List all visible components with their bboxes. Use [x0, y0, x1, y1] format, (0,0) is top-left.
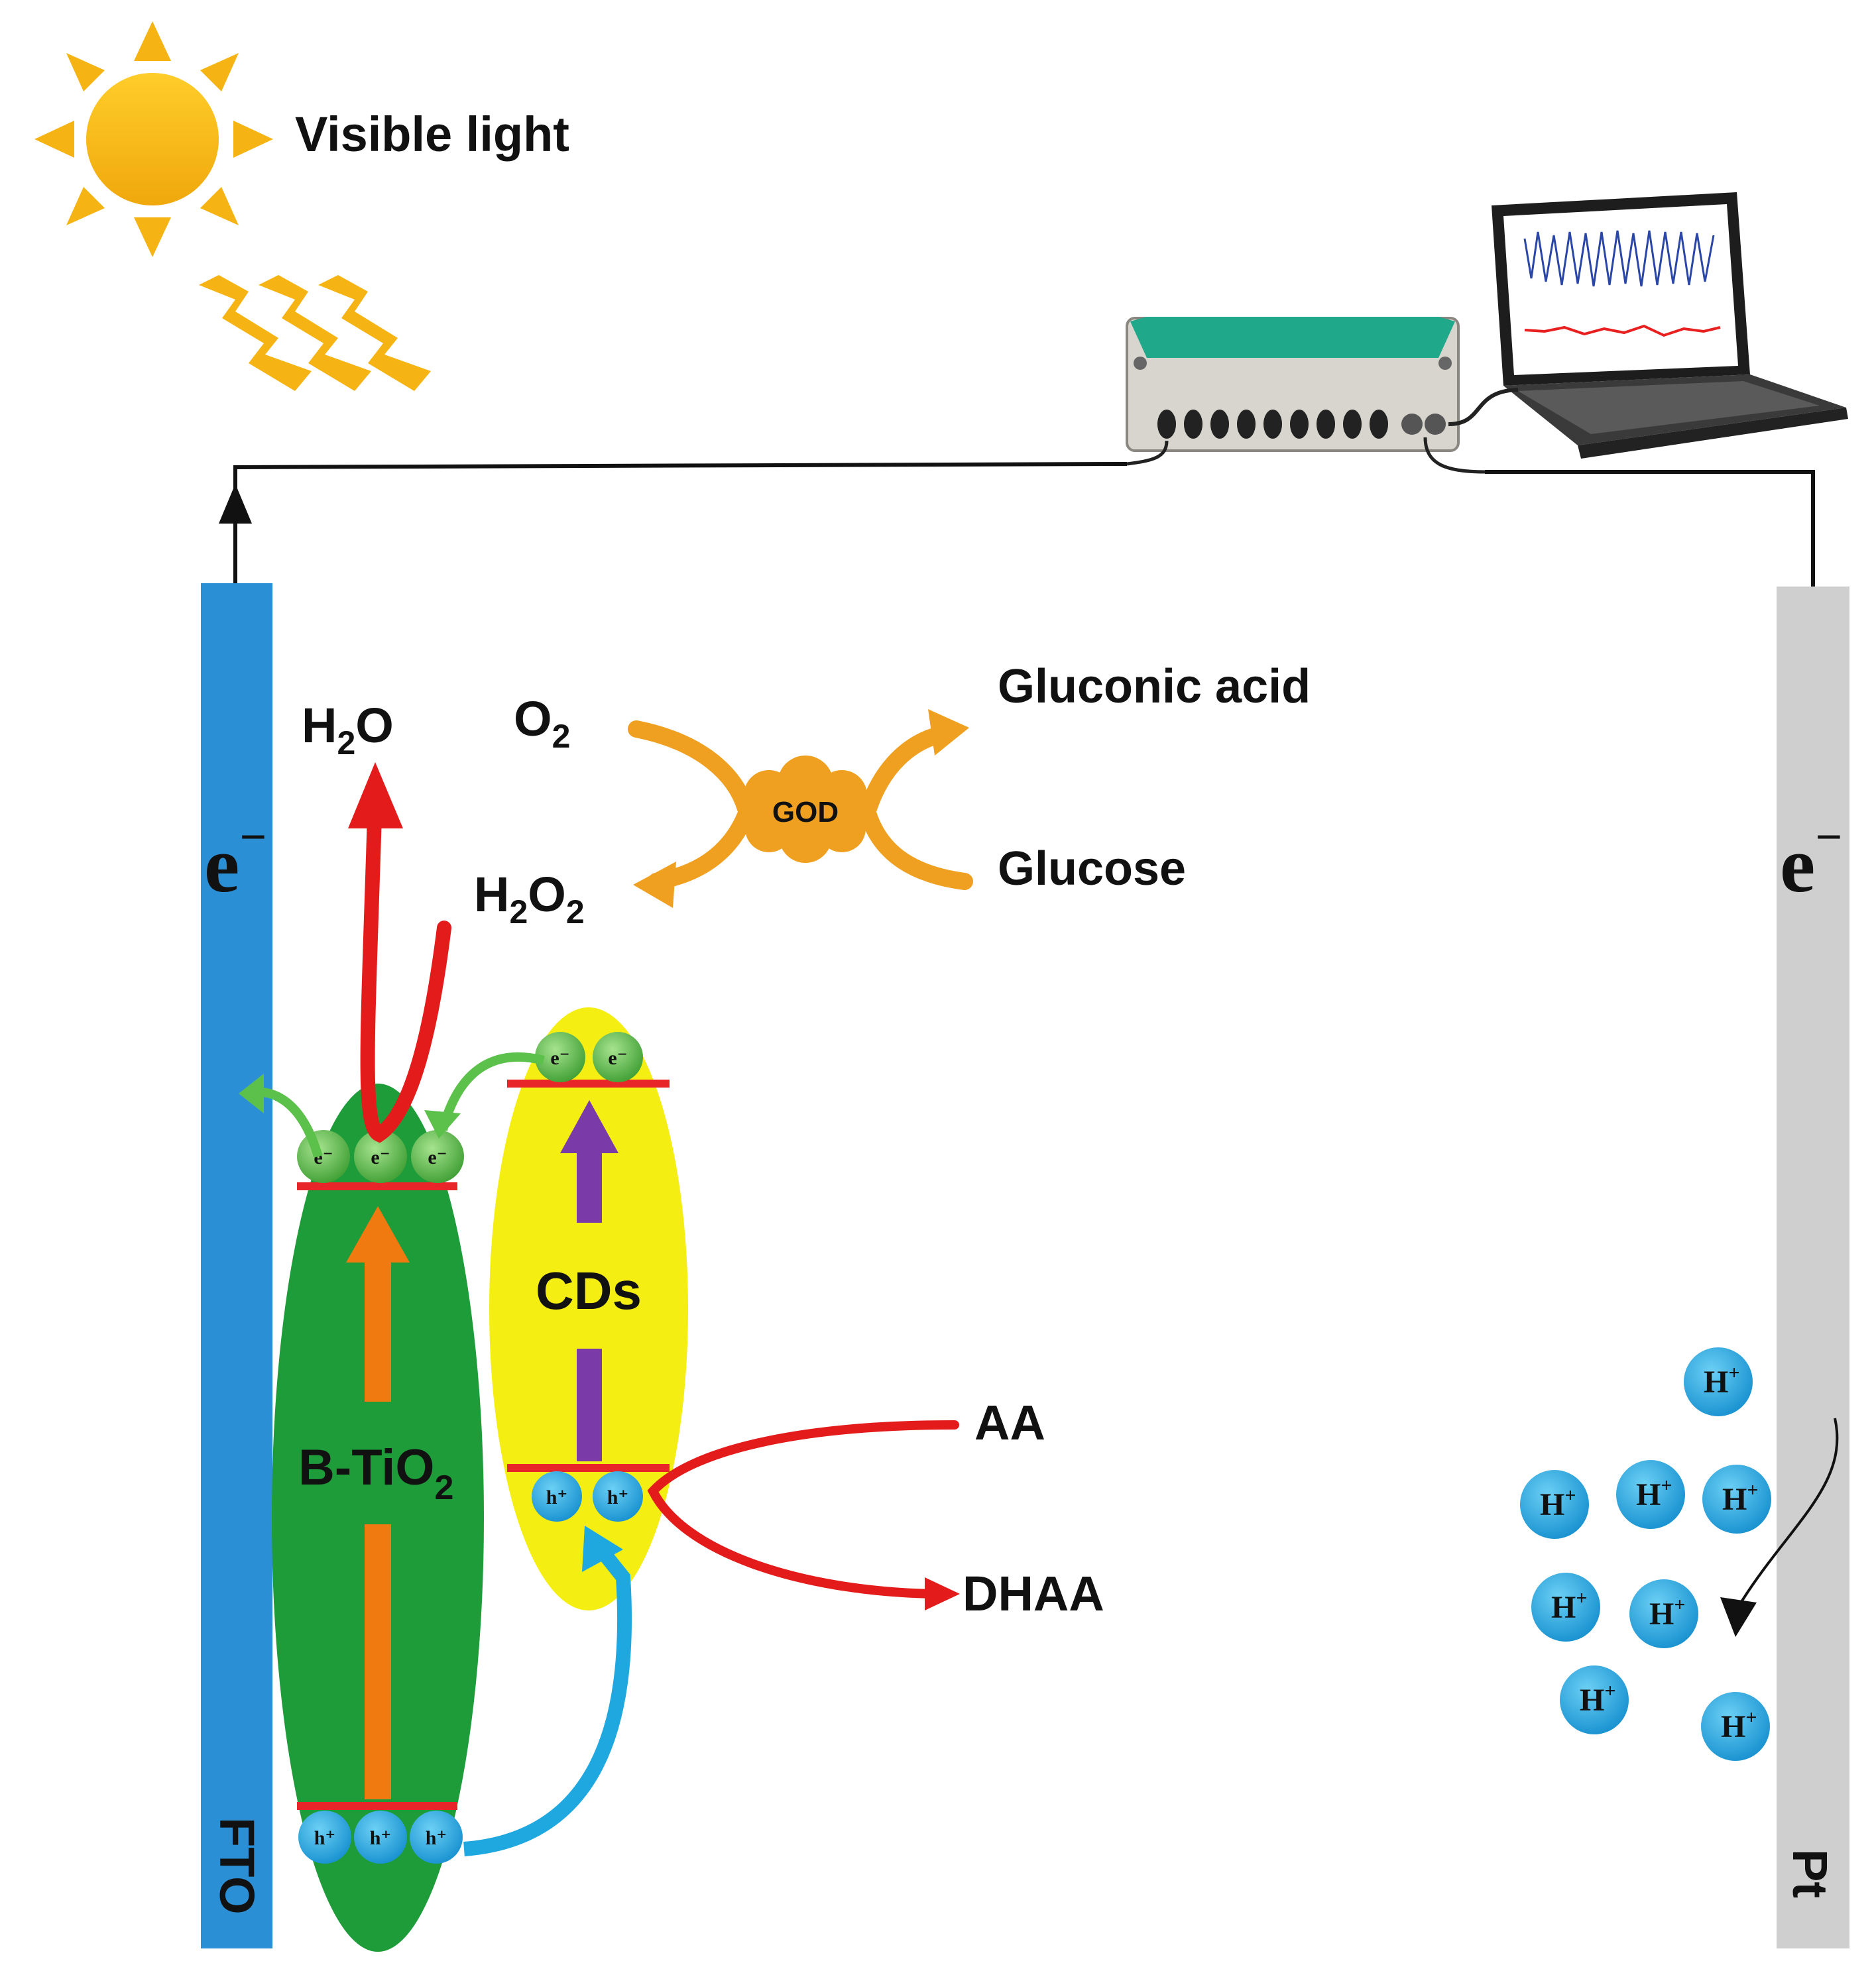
hole: [593, 1471, 643, 1522]
electron: [593, 1032, 643, 1082]
svg-text:H+: H+: [1721, 1707, 1757, 1744]
cable-left: [1126, 440, 1169, 466]
sun-icon: [34, 21, 273, 257]
electron-label-fto: e−: [204, 811, 266, 909]
cable-to-laptop: [1448, 388, 1519, 426]
svg-text:h⁺: h⁺: [607, 1487, 629, 1508]
hole-transfer-arrow: [463, 1540, 632, 1856]
hole: [532, 1471, 582, 1522]
electron: [411, 1130, 464, 1183]
svg-text:e⁻: e⁻: [371, 1147, 390, 1168]
cds-label: CDs: [536, 1261, 642, 1320]
potentiostat-icon: [1126, 317, 1460, 452]
hole: [410, 1811, 463, 1864]
svg-text:H+: H+: [1540, 1485, 1576, 1522]
god-arrowhead-h2o2: [633, 862, 676, 908]
svg-text:h⁺: h⁺: [426, 1827, 447, 1849]
electron: [354, 1130, 407, 1183]
btio2-excitation-arrowhead: [346, 1206, 410, 1263]
svg-text:H+: H+: [1580, 1680, 1615, 1718]
wire-arrow-up: [219, 484, 252, 524]
electron-label-pt: e−: [1780, 811, 1842, 909]
proton: H+: [1684, 1347, 1753, 1416]
btio2-excitation-upper: [365, 1259, 391, 1402]
btio2-excitation-lower: [365, 1524, 391, 1799]
god-label: GOD: [772, 796, 839, 828]
arrowhead: [1720, 1597, 1757, 1637]
cds-holes: h⁺ h⁺: [532, 1471, 643, 1522]
proton-group: H+ H+ H+ H+ H+ H+ H+ H+: [1520, 1347, 1771, 1761]
lightning-icon: [199, 275, 431, 391]
god-enzyme-icon: [744, 756, 867, 863]
svg-text:H+: H+: [1551, 1587, 1587, 1625]
b-tio2-particle: [272, 1084, 484, 1952]
fto-electrode: [201, 583, 272, 1948]
btio2-electrons: e⁻ e⁻ e⁻: [297, 1130, 464, 1183]
h2o2-label: H2O2: [474, 867, 585, 930]
cds-electrons: e⁻ e⁻: [535, 1032, 643, 1082]
proton: H+: [1702, 1465, 1771, 1534]
cable-right: [1423, 437, 1486, 474]
hole: [354, 1811, 407, 1864]
svg-text:h⁺: h⁺: [370, 1827, 392, 1849]
aa-oxidation-arrow: [647, 1420, 959, 1599]
proton: H+: [1629, 1579, 1698, 1648]
arrowhead: [582, 1526, 623, 1572]
laptop-icon: [1492, 192, 1848, 459]
electron: [535, 1032, 585, 1082]
glucose-label: Glucose: [998, 842, 1186, 895]
hole: [298, 1811, 351, 1864]
electron-transfer-cds-to-btio2-arrow: [438, 1052, 545, 1131]
proton: H+: [1520, 1470, 1589, 1539]
cds-excitation-arrowhead: [560, 1100, 618, 1153]
pt-label: Pt: [1783, 1849, 1838, 1898]
dhaa-label: DHAA: [963, 1566, 1104, 1621]
arrowhead: [424, 1110, 461, 1139]
cds-excitation-lower: [577, 1349, 602, 1461]
svg-text:h⁺: h⁺: [546, 1487, 568, 1508]
svg-text:e⁻: e⁻: [550, 1047, 569, 1069]
svg-text:H+: H+: [1649, 1594, 1685, 1632]
h2o-label: H2O: [302, 698, 394, 761]
cds-particle: [489, 1007, 688, 1610]
o2-label: O2: [514, 691, 570, 755]
arrowhead: [348, 762, 403, 828]
aa-label: AA: [974, 1395, 1045, 1450]
pt-electrode: [1777, 587, 1849, 1948]
proton: H+: [1560, 1665, 1629, 1734]
arrowhead: [239, 1074, 264, 1113]
svg-text:e⁻: e⁻: [608, 1047, 627, 1069]
gluconic-acid-label: Gluconic acid: [998, 660, 1311, 713]
proton-migration-arrow: [1739, 1418, 1839, 1605]
btio2-holes: h⁺ h⁺ h⁺: [298, 1811, 463, 1864]
proton: H+: [1616, 1460, 1685, 1529]
svg-text:h⁺: h⁺: [314, 1827, 336, 1849]
btio2-label: B-TiO2: [298, 1439, 453, 1507]
visible-light-label: Visible light: [295, 107, 569, 162]
cds-excitation-upper: [577, 1150, 602, 1223]
svg-text:e⁻: e⁻: [428, 1147, 447, 1168]
proton: H+: [1531, 1573, 1600, 1642]
external-circuit-wire: [233, 462, 1815, 805]
svg-text:H+: H+: [1636, 1475, 1672, 1512]
god-arrowhead-gluconic: [928, 709, 969, 756]
h2o2-reduction-arrow: [360, 808, 451, 1143]
svg-text:H+: H+: [1722, 1479, 1758, 1517]
fto-label: FTO: [209, 1817, 264, 1915]
svg-text:H+: H+: [1704, 1362, 1739, 1400]
arrowhead: [925, 1577, 960, 1610]
proton: H+: [1701, 1692, 1770, 1761]
